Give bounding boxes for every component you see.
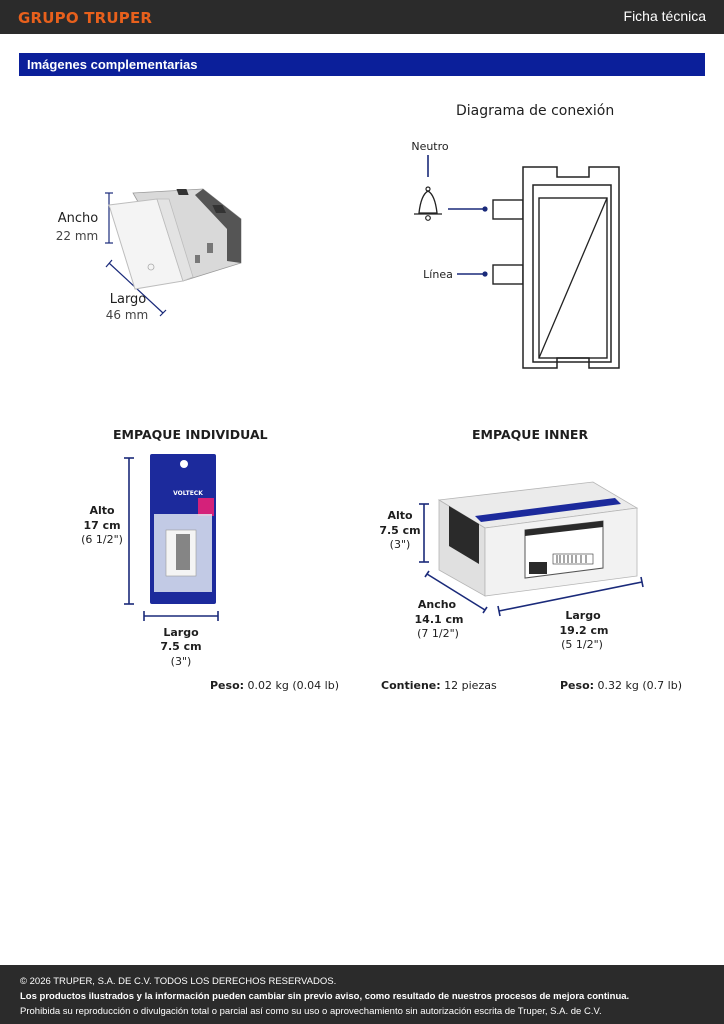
inner-length-cm: 19.2 cm [559, 624, 609, 637]
product-length-label: Largo [109, 292, 147, 307]
inner-length-label: Largo [565, 609, 601, 622]
header-bar: GRUPO TRUPER Ficha técnica [0, 0, 724, 34]
connection-diagram-title: Diagrama de conexión [456, 103, 615, 119]
inner-width-label: Ancho [417, 598, 457, 611]
brand-logo: GRUPO TRUPER [18, 9, 153, 27]
inner-package-image [419, 481, 644, 617]
individual-weight-label: Peso: [210, 679, 245, 692]
individual-package-title: EMPAQUE INDIVIDUAL [113, 427, 268, 442]
neutral-label: Neutro [411, 140, 449, 153]
product-width-label: Ancho [57, 211, 99, 226]
individual-height-label: Alto [89, 504, 115, 517]
individual-package-image [124, 454, 219, 621]
section-title: Imágenes complementarias [19, 53, 705, 76]
individual-weight: Peso: 0.02 kg (0.04 lb) [210, 679, 339, 693]
product-length-value: 46 mm [105, 308, 149, 322]
individual-length-cm: 7.5 cm [160, 640, 202, 653]
footer-notice: Los productos ilustrados y la informació… [20, 991, 630, 1002]
inner-length-in: (5 1/2") [561, 638, 603, 651]
inner-weight-value: 0.32 kg (0.7 lb) [597, 679, 682, 692]
inner-contents: Contiene: 12 piezas [381, 679, 497, 693]
bell-icon [414, 186, 442, 221]
inner-height-label: Alto [387, 509, 413, 522]
product-width-value: 22 mm [55, 229, 99, 243]
inner-contents-value: 12 piezas [444, 679, 497, 692]
inner-height-in: (3") [389, 538, 411, 551]
footer-copyright: © 2026 TRUPER, S.A. DE C.V. TODOS LOS DE… [20, 976, 337, 987]
inner-package-title: EMPAQUE INNER [472, 427, 589, 442]
inner-weight-label: Peso: [560, 679, 595, 692]
individual-length-in: (3") [170, 655, 192, 668]
footer-prohibition: Prohibida su reproducción o divulgación … [20, 1006, 602, 1017]
connection-diagram [414, 155, 620, 369]
inner-width-in: (7 1/2") [417, 627, 459, 640]
individual-length-label: Largo [163, 626, 199, 639]
individual-height-in: (6 1/2") [81, 533, 123, 546]
individual-height-cm: 17 cm [83, 519, 121, 532]
switch-product-image [105, 188, 242, 317]
footer: © 2026 TRUPER, S.A. DE C.V. TODOS LOS DE… [0, 965, 724, 1024]
inner-weight: Peso: 0.32 kg (0.7 lb) [560, 679, 682, 693]
individual-pack-brand: VOLTECK [173, 490, 203, 497]
document-type: Ficha técnica [623, 8, 706, 24]
individual-weight-value: 0.02 kg (0.04 lb) [247, 679, 339, 692]
inner-width-cm: 14.1 cm [414, 613, 464, 626]
line-label: Línea [423, 268, 453, 281]
inner-height-cm: 7.5 cm [379, 524, 421, 537]
inner-contents-label: Contiene: [381, 679, 441, 692]
